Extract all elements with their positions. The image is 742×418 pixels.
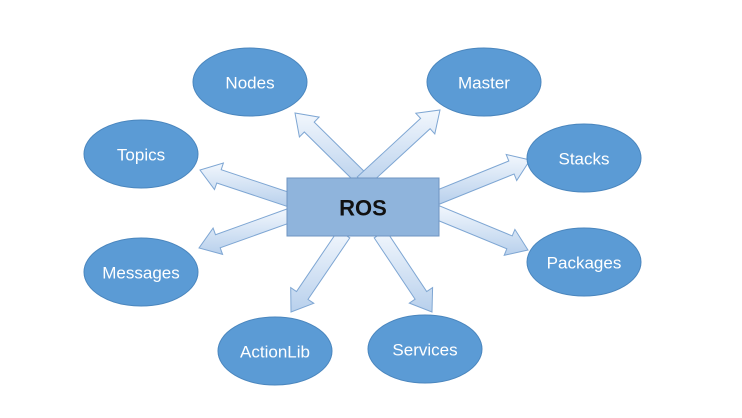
arrow-to-topics — [199, 162, 293, 208]
node-services-shape — [367, 314, 483, 384]
node-nodes-shape — [192, 47, 308, 117]
node-messages-shape — [83, 237, 199, 307]
node-stacks: Stacks — [526, 123, 642, 193]
arrow-to-master — [356, 109, 441, 188]
node-messages: Messages — [83, 237, 199, 307]
node-master-shape — [426, 47, 542, 117]
node-master-label: Master — [458, 74, 510, 93]
node-topics: Topics — [83, 119, 199, 189]
arrow-to-services — [373, 229, 434, 313]
node-stacks-label: Stacks — [558, 150, 609, 169]
arrow-to-messages — [198, 207, 295, 256]
node-packages-label: Packages — [547, 254, 622, 273]
arrow-to-actionlib — [290, 229, 351, 313]
node-nodes: Nodes — [192, 47, 308, 117]
node-nodes-label: Nodes — [225, 74, 274, 93]
node-actionlib: ActionLib — [217, 316, 333, 386]
node-stacks-shape — [526, 123, 642, 193]
arrows-layer — [198, 109, 531, 313]
arrow-to-stacks — [432, 153, 531, 206]
node-actionlib-shape — [217, 316, 333, 386]
node-topics-label: Topics — [117, 146, 165, 165]
node-master: Master — [426, 47, 542, 117]
node-services: Services — [367, 314, 483, 384]
center-box: ROS — [286, 177, 440, 237]
node-packages-shape — [526, 227, 642, 297]
arrow-to-packages — [432, 204, 529, 256]
node-packages: Packages — [526, 227, 642, 297]
center-label: ROS — [339, 196, 387, 221]
node-services-label: Services — [392, 341, 457, 360]
node-messages-label: Messages — [102, 264, 179, 283]
center-box-rect — [286, 177, 440, 237]
node-actionlib-label: ActionLib — [240, 343, 310, 362]
node-topics-shape — [83, 119, 199, 189]
